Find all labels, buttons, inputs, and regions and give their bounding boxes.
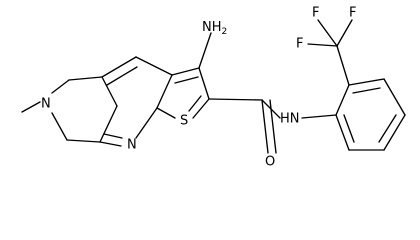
thiophene-s-label: S bbox=[180, 114, 188, 129]
bond bbox=[208, 98, 263, 101]
bond-amino bbox=[198, 32, 212, 69]
bond bbox=[383, 78, 406, 116]
bond bbox=[383, 114, 406, 151]
fluorine-label: F bbox=[312, 6, 319, 21]
molecule-diagram: NH2 N N S O HN F F F bbox=[21, 6, 406, 170]
bond bbox=[103, 133, 123, 139]
bond bbox=[335, 84, 350, 116]
bond-cf3 bbox=[317, 19, 338, 47]
bond bbox=[135, 56, 173, 76]
atom-labels: NH2 N N S O HN F F F bbox=[41, 6, 356, 170]
bond bbox=[135, 107, 158, 139]
bond bbox=[101, 76, 118, 107]
bond bbox=[343, 114, 355, 143]
bond bbox=[171, 67, 200, 76]
bond bbox=[68, 76, 103, 81]
bond bbox=[301, 114, 337, 119]
ring-n-methyl-label: N bbox=[41, 97, 51, 112]
amide-nh-label: HN bbox=[280, 112, 300, 127]
bond-cf3 bbox=[336, 45, 350, 86]
bond bbox=[66, 139, 101, 143]
pyridine-n-label: N bbox=[127, 138, 137, 153]
bond bbox=[156, 74, 173, 109]
bond-carbonyl bbox=[261, 99, 269, 154]
fluorine-label: F bbox=[296, 37, 303, 52]
amide-o-label: O bbox=[265, 155, 275, 170]
bond-methyl bbox=[21, 101, 41, 113]
fluorine-label: F bbox=[349, 6, 356, 21]
bond bbox=[99, 141, 122, 147]
molecule-svg: NH2 N N S O HN F F F bbox=[21, 6, 406, 170]
amino-nh: NH bbox=[202, 20, 222, 35]
bond bbox=[335, 114, 350, 151]
bond bbox=[348, 78, 385, 86]
bond bbox=[99, 105, 118, 143]
bond-cf3 bbox=[336, 19, 353, 47]
bond-cf3 bbox=[307, 43, 338, 47]
bond bbox=[198, 67, 210, 100]
bond bbox=[51, 112, 68, 141]
bond bbox=[188, 95, 202, 112]
amino-subscript: 2 bbox=[222, 27, 228, 37]
bond bbox=[192, 98, 210, 119]
bonds bbox=[21, 19, 406, 154]
bond bbox=[352, 87, 381, 94]
amino-label: NH2 bbox=[202, 20, 227, 37]
bond bbox=[174, 76, 199, 84]
bond bbox=[101, 56, 137, 78]
bond bbox=[51, 79, 70, 94]
bond bbox=[106, 66, 138, 86]
bond bbox=[261, 99, 281, 119]
bond bbox=[378, 114, 397, 143]
bond bbox=[156, 107, 176, 119]
